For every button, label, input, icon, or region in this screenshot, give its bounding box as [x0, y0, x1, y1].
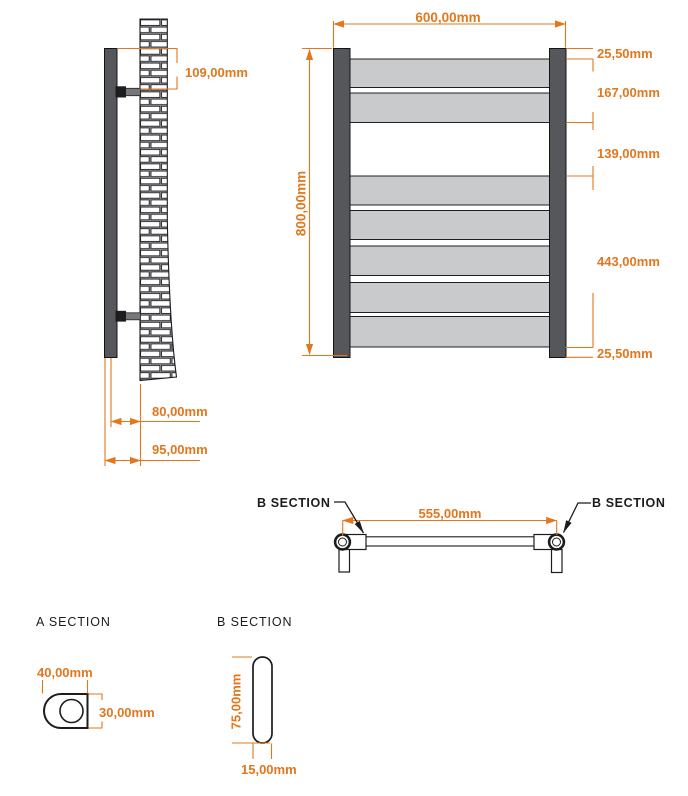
chain-label-443: 443,00mm [597, 253, 660, 269]
top-bar [363, 536, 537, 547]
section-b-dims [232, 656, 273, 759]
chain-label-top-25: 25,50mm [597, 45, 653, 61]
front-dim-height [302, 47, 347, 357]
front-view [302, 20, 594, 358]
b-section-leader-right [562, 502, 591, 534]
chain-label-139: 139,00mm [597, 145, 660, 161]
side-view [104, 18, 200, 466]
top-span-label: 555,00mm [418, 506, 482, 521]
top-bracket-right [550, 548, 563, 574]
front-bars [349, 58, 551, 348]
rail-bar [349, 175, 551, 206]
section-b-title: B SECTION [217, 614, 293, 629]
front-column-right [549, 48, 567, 358]
top-dim-span [342, 516, 558, 536]
brick-wall [139, 18, 178, 382]
b-section-leader-left [334, 501, 365, 534]
front-width-label: 600,00mm [415, 9, 481, 25]
section-b-height-label: 75,00mm [228, 673, 244, 730]
side-radiator-column [104, 48, 118, 358]
section-b-width-label: 15,00mm [241, 761, 297, 777]
wall-bracket-bottom [115, 310, 141, 322]
rail-bar [349, 92, 551, 123]
front-dim-chain [565, 47, 594, 358]
top-view [333, 501, 591, 574]
section-a-title: A SECTION [36, 614, 111, 629]
section-a-height-label: 30,00mm [99, 704, 155, 720]
side-offset-label: 109,00mm [185, 64, 248, 80]
side-depth-80-label: 80,00mm [152, 403, 208, 419]
side-depth-95-label: 95,00mm [152, 442, 208, 457]
b-section-callout-left: B SECTION [257, 495, 331, 510]
chain-label-bottom-25: 25,50mm [597, 346, 653, 361]
b-section-callout-right: B SECTION [592, 495, 666, 510]
rail-bar [349, 316, 551, 348]
rail-bar [349, 282, 551, 313]
section-a-width-label: 40,00mm [37, 664, 93, 680]
wall-bracket-top [115, 86, 141, 98]
section-b-profile [252, 656, 273, 744]
side-dim-109 [118, 47, 178, 90]
section-a-bore [59, 698, 84, 724]
front-height-label: 800,00mm [293, 170, 309, 237]
top-tube-right-bore [552, 537, 561, 547]
top-bracket-left [338, 548, 351, 573]
section-b-detail [232, 656, 273, 759]
rail-bar [349, 245, 551, 276]
front-dim-width [332, 20, 567, 48]
rail-bar [349, 58, 551, 88]
side-dims-depth [104, 358, 200, 466]
rail-bar [349, 210, 551, 240]
top-tube-left-bore [338, 537, 347, 547]
section-a-detail [41, 680, 103, 729]
front-column-left [333, 48, 351, 358]
section-a-dims [41, 680, 103, 729]
chain-label-167: 167,00mm [597, 84, 660, 100]
